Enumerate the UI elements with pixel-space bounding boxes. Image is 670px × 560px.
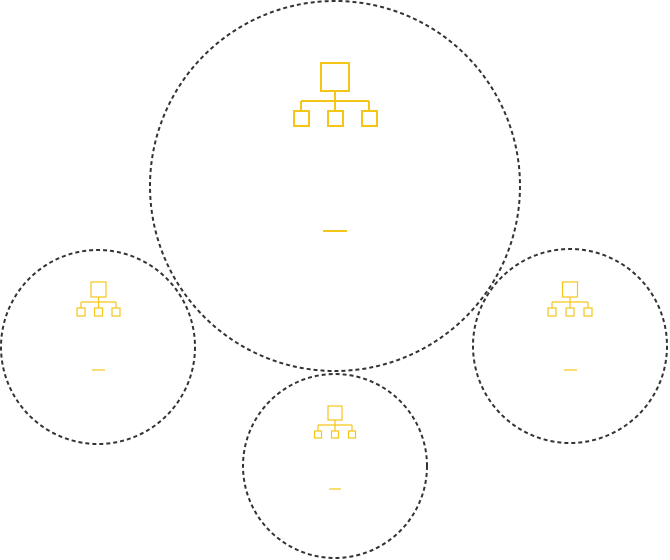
- node-bottom: [242, 373, 428, 559]
- node-left: [0, 249, 196, 445]
- node-bottom-circle: [242, 373, 428, 559]
- org-chart-icon: [547, 281, 593, 317]
- node-main-circle: [149, 0, 521, 372]
- org-chart-icon: [313, 405, 357, 439]
- org-chart-icon: [293, 62, 378, 127]
- node-main: [149, 0, 521, 372]
- org-chart-icon: [76, 281, 121, 317]
- node-right-circle: [472, 248, 668, 444]
- node-left-circle: [0, 249, 196, 445]
- node-right: [472, 248, 668, 444]
